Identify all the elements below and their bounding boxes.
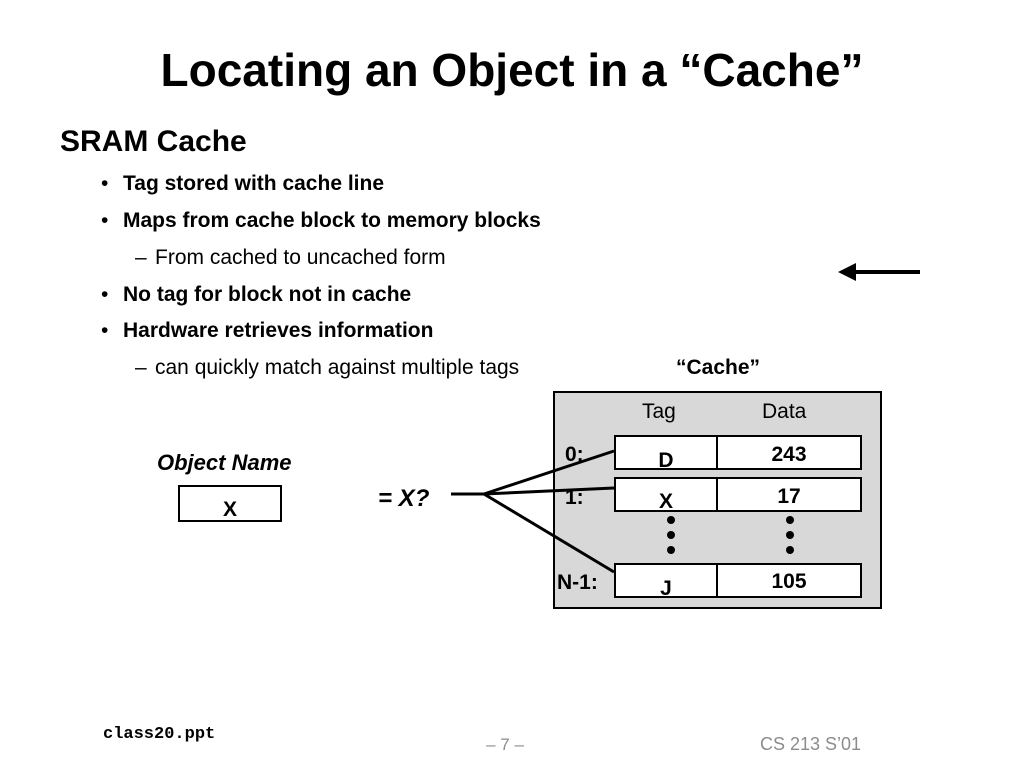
- ellipsis-dot: [667, 546, 675, 554]
- bullet-text: Tag stored with cache line: [123, 172, 385, 195]
- sub-bullet-item: – From cached to uncached form: [135, 245, 446, 271]
- tag-value: D: [658, 449, 674, 472]
- tag-value: X: [658, 490, 673, 513]
- data-cell: [716, 435, 862, 470]
- cache-label: “Cache”: [676, 356, 761, 379]
- footer-filename: class20.ppt: [103, 725, 216, 744]
- data-value: 17: [777, 485, 801, 508]
- section-heading: SRAM Cache: [60, 125, 247, 158]
- object-name-label: Object Name: [157, 450, 292, 475]
- sub-bullet-text: From cached to uncached form: [155, 246, 446, 269]
- object-name-value: X: [222, 498, 237, 521]
- tag-column-header: Tag: [642, 400, 676, 423]
- row-index-label: 0:: [565, 443, 584, 466]
- bullet-dot: •: [101, 172, 109, 195]
- bullet-text: No tag for block not in cache: [123, 283, 412, 306]
- data-column-header: Data: [762, 400, 807, 423]
- sub-bullet-text: can quickly match against multiple tags: [155, 356, 520, 379]
- bullet-dot: •: [101, 283, 109, 306]
- slide-title: Locating an Object in a “Cache”: [160, 44, 864, 96]
- tag-cell: [614, 435, 718, 470]
- bullet-item: • Hardware retrieves information: [101, 318, 434, 344]
- bullet-text: Maps from cache block to memory blocks: [123, 209, 541, 232]
- footer-page-number: – 7 –: [486, 735, 524, 754]
- row-index-label: 1:: [565, 486, 584, 509]
- left-arrow-icon: [838, 263, 920, 281]
- sub-bullet-dash: –: [135, 246, 147, 269]
- tag-value: J: [660, 577, 672, 600]
- compare-label: = X?: [378, 485, 430, 512]
- bullet-dot: •: [101, 209, 109, 232]
- bullet-item: • Maps from cache block to memory blocks: [101, 208, 541, 234]
- sub-bullet-dash: –: [135, 356, 147, 379]
- ellipsis-dot: [667, 516, 675, 524]
- bullet-item: • Tag stored with cache line: [101, 171, 385, 197]
- ellipsis-dot: [786, 546, 794, 554]
- ellipsis-dot: [667, 531, 675, 539]
- bullet-item: • No tag for block not in cache: [101, 282, 412, 308]
- footer-course: CS 213 S’01: [760, 734, 862, 754]
- data-cell: [716, 477, 862, 512]
- data-value: 105: [771, 570, 807, 593]
- bullet-dot: •: [101, 319, 109, 342]
- ellipsis-dot: [786, 531, 794, 539]
- sub-bullet-item: – can quickly match against multiple tag…: [135, 355, 520, 381]
- bullet-text: Hardware retrieves information: [123, 319, 434, 342]
- row-index-label: N-1:: [557, 571, 598, 594]
- ellipsis-dot: [786, 516, 794, 524]
- data-cell: [716, 563, 862, 598]
- object-name-box: [178, 485, 282, 522]
- data-value: 243: [771, 443, 807, 466]
